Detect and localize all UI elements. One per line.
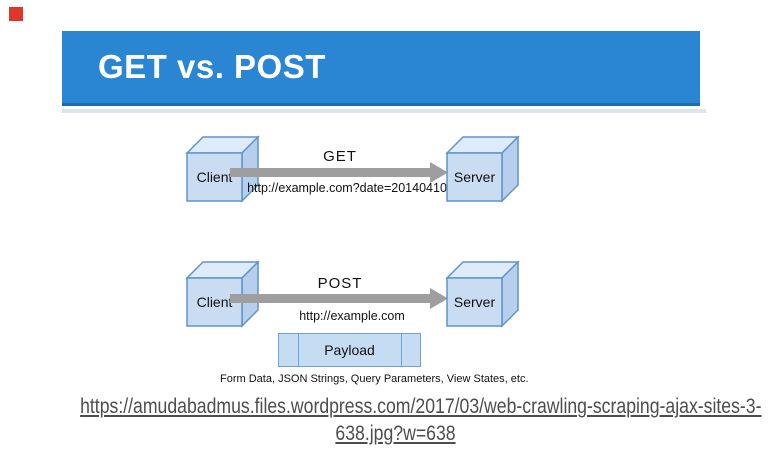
request-url-label: http://example.com (299, 309, 405, 323)
payload-divider (298, 334, 299, 366)
client-label: Client (196, 169, 233, 185)
source-link[interactable]: https://amudabadmus.files.wordpress.com/… (80, 393, 762, 447)
source-link-line1[interactable]: https://amudabadmus.files.wordpress.com/… (80, 395, 762, 418)
title-bar: GET vs. POST (62, 31, 700, 106)
post-server-node: Server (445, 258, 520, 328)
source-link-wrap: https://amudabadmus.files.wordpress.com/… (20, 393, 771, 447)
get-client-node: Client (185, 133, 260, 203)
server-label: Server (453, 294, 496, 310)
server-label: Server (453, 169, 496, 185)
cube-icon (445, 135, 520, 203)
payload-label: Payload (324, 342, 375, 358)
payload-box: Payload (278, 333, 421, 367)
payload-divider (401, 334, 402, 366)
red-corner-marker (9, 7, 23, 21)
cube-icon (445, 260, 520, 328)
request-url-label: http://example.com?date=20140410 (247, 181, 447, 195)
cube-icon (185, 135, 260, 203)
client-label: Client (196, 294, 233, 310)
payload-caption: Form Data, JSON Strings, Query Parameter… (220, 373, 529, 385)
title-bar-shadow (62, 109, 706, 113)
method-label: GET (323, 148, 357, 165)
get-server-node: Server (445, 133, 520, 203)
request-arrow-icon (230, 286, 450, 311)
method-label: POST (317, 275, 363, 292)
slide-title: GET vs. POST (98, 48, 326, 85)
source-link-line2[interactable]: 638.jpg?w=638 (335, 422, 456, 445)
request-arrow-icon (230, 160, 450, 185)
